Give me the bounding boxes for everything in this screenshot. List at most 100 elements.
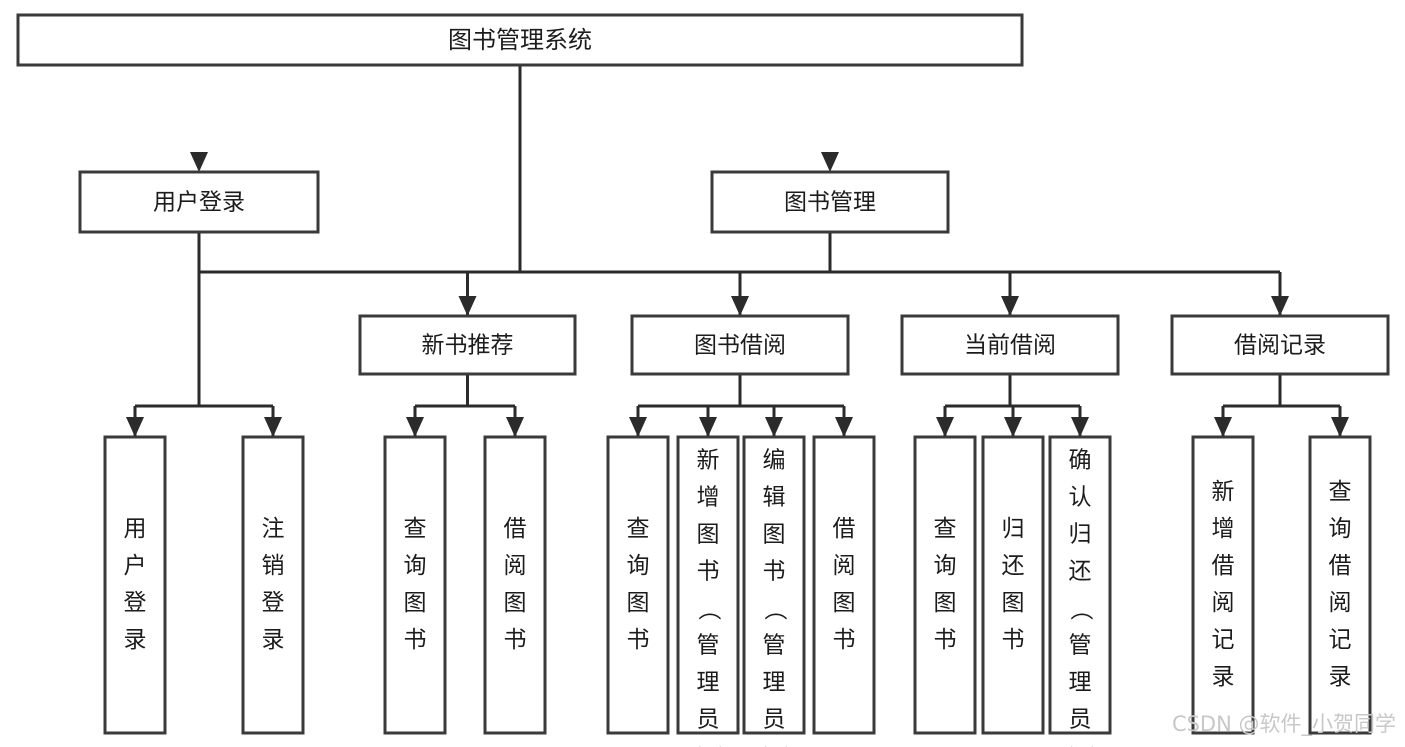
- label-char: 还: [1069, 559, 1092, 585]
- label-char: （: [696, 598, 722, 621]
- node-box-leaf-add-book-admin[interactable]: [676, 435, 740, 735]
- label-char: 理: [1069, 670, 1092, 696]
- connector-group-user-login: [126, 232, 282, 437]
- label-char: 员: [1069, 707, 1092, 733]
- label-char: 新: [1212, 479, 1235, 505]
- node-root[interactable]: 图书管理系统: [16, 13, 1024, 67]
- arrow-head-icon: [821, 152, 839, 172]
- label-char: 记: [1212, 627, 1235, 653]
- node-box-leaf-logout-login[interactable]: [241, 435, 305, 735]
- label-char: 阅: [1329, 590, 1352, 616]
- label-char: 书: [404, 627, 427, 653]
- label-char: 借: [1329, 553, 1352, 579]
- label-char: 查: [404, 516, 427, 542]
- connector-group-borrow-record: [1214, 374, 1349, 437]
- node-box-user-login[interactable]: [78, 170, 320, 234]
- arrow-head-icon: [835, 417, 853, 437]
- label-char: 录: [1329, 664, 1352, 690]
- node-label-root: 图书管理系统: [448, 26, 592, 54]
- label-char: 图: [697, 522, 720, 548]
- node-user-login[interactable]: 用户登录: [78, 170, 320, 234]
- arrow-head-icon: [1071, 417, 1089, 437]
- node-label-leaf-user-login: 用户登录: [124, 516, 147, 653]
- node-box-leaf-query-book-recommend[interactable]: [383, 435, 447, 735]
- label-char: 询: [1329, 516, 1352, 542]
- node-current-borrow[interactable]: 当前借阅: [900, 314, 1120, 376]
- label-char: 销: [262, 553, 285, 579]
- node-box-book-borrow[interactable]: [630, 314, 850, 376]
- node-box-root[interactable]: [16, 13, 1024, 67]
- watermark-layer: CSDN @软件_小贺同学: [1172, 712, 1396, 737]
- label-char: 图: [934, 590, 957, 616]
- node-book-management[interactable]: 图书管理: [710, 170, 950, 234]
- label-char: 归: [1002, 516, 1025, 542]
- node-box-leaf-add-borrow-record[interactable]: [1191, 435, 1255, 735]
- node-box-leaf-user-login[interactable]: [103, 435, 167, 735]
- label-char: 登: [262, 590, 285, 616]
- node-box-leaf-query-book-borrow[interactable]: [606, 435, 670, 735]
- node-new-book-recommend[interactable]: 新书推荐: [358, 314, 577, 376]
- csdn-watermark: CSDN @软件_小贺同学: [1172, 712, 1396, 737]
- arrow-head-icon: [1214, 417, 1232, 437]
- connector-group-root: [190, 65, 839, 274]
- node-box-borrow-record[interactable]: [1170, 314, 1390, 376]
- node-box-leaf-borrow-book[interactable]: [812, 435, 876, 735]
- label-char: 借: [1212, 553, 1235, 579]
- node-box-new-book-recommend[interactable]: [358, 314, 577, 376]
- label-char: 认: [1069, 485, 1092, 511]
- label-char: 管: [763, 633, 786, 659]
- label-char: 记: [1329, 627, 1352, 653]
- label-char: 管: [1069, 633, 1092, 659]
- node-borrow-record[interactable]: 借阅记录: [1170, 314, 1390, 376]
- arrow-head-icon: [1271, 296, 1289, 316]
- node-label-user-login: 用户登录: [153, 190, 245, 216]
- label-char: 新: [697, 448, 720, 474]
- label-char: 书: [627, 627, 650, 653]
- arrow-head-icon: [458, 296, 477, 316]
- node-box-leaf-return-book[interactable]: [981, 435, 1045, 735]
- label-char: 录: [124, 627, 147, 653]
- node-box-current-borrow[interactable]: [900, 314, 1120, 376]
- node-box-leaf-edit-book-admin[interactable]: [742, 435, 806, 735]
- arrow-head-icon: [190, 152, 208, 172]
- label-char: 询: [404, 553, 427, 579]
- node-box-leaf-borrow-book-recommend[interactable]: [483, 435, 547, 735]
- label-char: 确: [1069, 448, 1092, 474]
- label-char: 查: [934, 516, 957, 542]
- label-char: 还: [1002, 553, 1025, 579]
- label-char: 注: [262, 516, 285, 542]
- label-char: 查: [1329, 479, 1352, 505]
- connector-group-new-book-recommend: [406, 374, 524, 437]
- label-char: 图: [1002, 590, 1025, 616]
- arrow-head-icon: [936, 417, 954, 437]
- node-box-leaf-query-book-current[interactable]: [913, 435, 977, 735]
- node-leaf-user-login[interactable]: 用户登录: [103, 435, 167, 735]
- label-char: 图: [504, 590, 527, 616]
- arrow-head-icon: [126, 417, 144, 437]
- arrow-head-icon: [765, 417, 783, 437]
- node-box-leaf-query-borrow-record[interactable]: [1308, 435, 1372, 735]
- node-book-borrow[interactable]: 图书借阅: [630, 314, 850, 376]
- label-char: 增: [697, 485, 720, 511]
- node-box-book-management[interactable]: [710, 170, 950, 234]
- arrow-head-icon: [1331, 417, 1349, 437]
- node-box-leaf-confirm-return-admin[interactable]: [1048, 435, 1112, 735]
- label-char: 阅: [504, 553, 527, 579]
